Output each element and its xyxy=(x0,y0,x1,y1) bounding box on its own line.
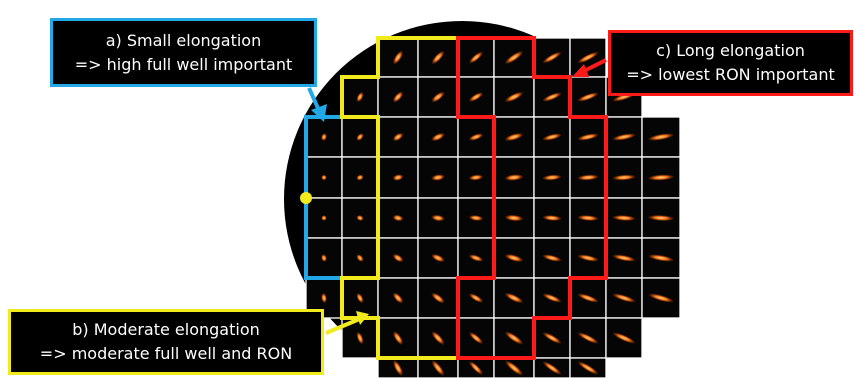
psf-spot xyxy=(392,132,404,142)
psf-spot xyxy=(431,292,445,304)
psf-spot xyxy=(356,91,364,103)
psf-spot xyxy=(611,293,637,303)
psf-spot xyxy=(431,253,445,263)
psf-spot xyxy=(504,360,524,376)
psf-spot xyxy=(504,50,524,65)
psf-spot xyxy=(577,174,599,181)
psf-spot xyxy=(321,292,327,304)
psf-spot xyxy=(468,360,484,376)
psf-spot xyxy=(431,214,445,222)
psf-spot xyxy=(468,293,484,303)
ccd-cell xyxy=(605,197,643,239)
psf-spot xyxy=(542,92,562,102)
psf-spot xyxy=(392,50,404,65)
psf-spot xyxy=(392,292,404,304)
psf-spot xyxy=(577,361,599,375)
psf-spot xyxy=(542,361,562,375)
psf-spot xyxy=(647,133,675,141)
small-elongation-callout: a) Small elongation => high full well im… xyxy=(50,18,317,87)
psf-spot xyxy=(392,359,404,377)
psf-spot xyxy=(431,331,445,345)
moderate-callout-arrow xyxy=(325,316,363,335)
long-elongation-zone xyxy=(456,36,608,360)
psf-spot xyxy=(468,254,484,262)
psf-spot xyxy=(504,91,524,103)
moderate-callout-arrowhead xyxy=(356,311,369,325)
psf-spot xyxy=(504,214,524,222)
psf-spot xyxy=(611,133,637,141)
psf-spot xyxy=(542,293,562,303)
psf-spot xyxy=(577,254,599,262)
psf-spot xyxy=(431,359,445,377)
psf-spot xyxy=(577,215,599,221)
psf-spot xyxy=(321,174,327,181)
psf-spot xyxy=(468,133,484,141)
psf-spot xyxy=(504,174,524,181)
psf-spots xyxy=(321,50,675,377)
long-elongation-note: => lowest RON important xyxy=(626,65,835,84)
psf-spot xyxy=(321,133,327,141)
psf-spot xyxy=(504,331,524,345)
psf-spot xyxy=(431,174,445,181)
psf-spot xyxy=(392,91,404,103)
field-centre-marker xyxy=(300,192,312,204)
ccd-grid xyxy=(305,37,681,378)
psf-spot xyxy=(504,253,524,263)
psf-spot xyxy=(577,332,599,344)
psf-spot xyxy=(356,133,364,141)
moderate-elongation-note: => moderate full well and RON xyxy=(39,344,293,363)
psf-spot xyxy=(542,51,562,64)
psf-spot xyxy=(468,92,484,102)
long-elongation-callout: c) Long elongation => lowest RON importa… xyxy=(608,30,853,96)
ccd-cell xyxy=(417,197,459,239)
moderate-elongation-callout: b) Moderate elongation => moderate full … xyxy=(8,309,324,375)
psf-spot xyxy=(392,214,404,222)
psf-spot xyxy=(392,253,404,263)
psf-spot xyxy=(611,254,637,262)
psf-spot xyxy=(542,332,562,344)
psf-spot xyxy=(392,330,404,346)
moderate-elongation-title: b) Moderate elongation xyxy=(72,320,260,339)
psf-spot xyxy=(647,174,675,181)
psf-spot xyxy=(542,215,562,221)
psf-spot xyxy=(431,50,445,65)
psf-spot xyxy=(392,174,404,181)
psf-spot xyxy=(468,215,484,221)
psf-spot xyxy=(504,132,524,142)
psf-spot xyxy=(356,292,364,304)
psf-spot xyxy=(356,254,364,262)
psf-spot xyxy=(577,293,599,303)
psf-spot xyxy=(542,174,562,181)
psf-spot xyxy=(356,331,364,345)
psf-spot xyxy=(542,254,562,262)
long-elongation-title: c) Long elongation xyxy=(656,41,805,60)
psf-spot xyxy=(577,133,599,141)
psf-spot xyxy=(647,254,675,262)
psf-spot xyxy=(577,51,599,64)
psf-spot xyxy=(321,254,327,262)
psf-spot xyxy=(647,293,675,303)
psf-spot xyxy=(611,215,637,221)
psf-spot xyxy=(321,215,327,221)
psf-spot xyxy=(468,331,484,345)
small-callout-arrowhead xyxy=(311,104,327,122)
psf-spot xyxy=(431,91,445,103)
small-elongation-title: a) Small elongation xyxy=(105,30,262,50)
psf-spot xyxy=(577,92,599,102)
psf-spot xyxy=(612,332,636,344)
psf-spot xyxy=(647,214,675,222)
small-elongation-note: => high full well important xyxy=(74,54,293,74)
psf-spot xyxy=(356,174,364,181)
psf-spot xyxy=(504,292,524,304)
psf-spot xyxy=(356,214,364,222)
psf-spot xyxy=(611,174,637,181)
psf-spot xyxy=(468,51,484,64)
psf-spot xyxy=(431,132,445,142)
long-callout-arrowhead xyxy=(572,64,589,77)
psf-spot xyxy=(468,174,484,181)
psf-spot xyxy=(542,133,562,141)
